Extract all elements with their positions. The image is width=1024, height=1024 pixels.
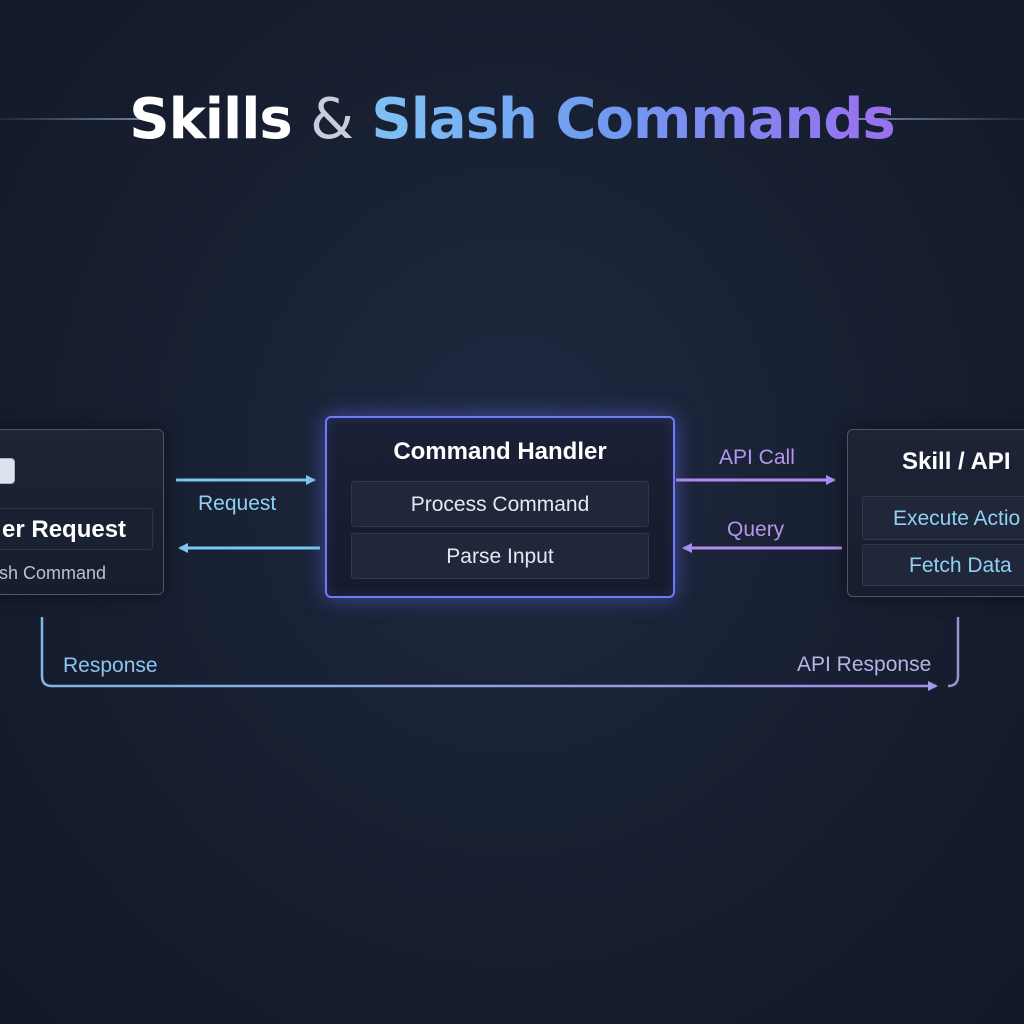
api-call-label: API Call — [719, 446, 795, 469]
title-rule-left — [0, 118, 150, 120]
title-part-skills: Skills — [129, 87, 292, 152]
title-rule-right — [858, 118, 1024, 120]
parse-input-item: Parse Input — [351, 533, 649, 579]
command-handler-title: Command Handler — [393, 438, 607, 465]
skill-api-box: Skill / API Execute Actio Fetch Data — [847, 429, 1024, 597]
title-part-slash-commands: Slash Commands — [371, 87, 895, 152]
api-response-label: API Response — [797, 653, 932, 676]
user-request-title: er Request — [0, 508, 153, 550]
fetch-data-item: Fetch Data — [862, 544, 1024, 586]
process-command-item: Process Command — [351, 481, 649, 527]
response-label: Response — [63, 654, 158, 677]
command-handler-box: Command Handler Process Command Parse In… — [325, 416, 675, 598]
title-ampersand: & — [310, 87, 354, 152]
user-request-label: er Request — [2, 516, 127, 543]
slash-command-label: sh Command — [0, 563, 107, 583]
skill-api-title: Skill / API — [902, 448, 1011, 475]
api-response-riser — [947, 617, 960, 688]
page-title: Skills & Slash Commands — [0, 84, 1024, 156]
response-loop-line — [40, 617, 938, 691]
execute-action-item: Execute Actio — [862, 496, 1024, 540]
user-request-box: er Request sh Command — [0, 429, 164, 595]
slash-command-chip — [0, 458, 15, 484]
request-label: Request — [198, 492, 277, 515]
query-label: Query — [727, 518, 785, 541]
